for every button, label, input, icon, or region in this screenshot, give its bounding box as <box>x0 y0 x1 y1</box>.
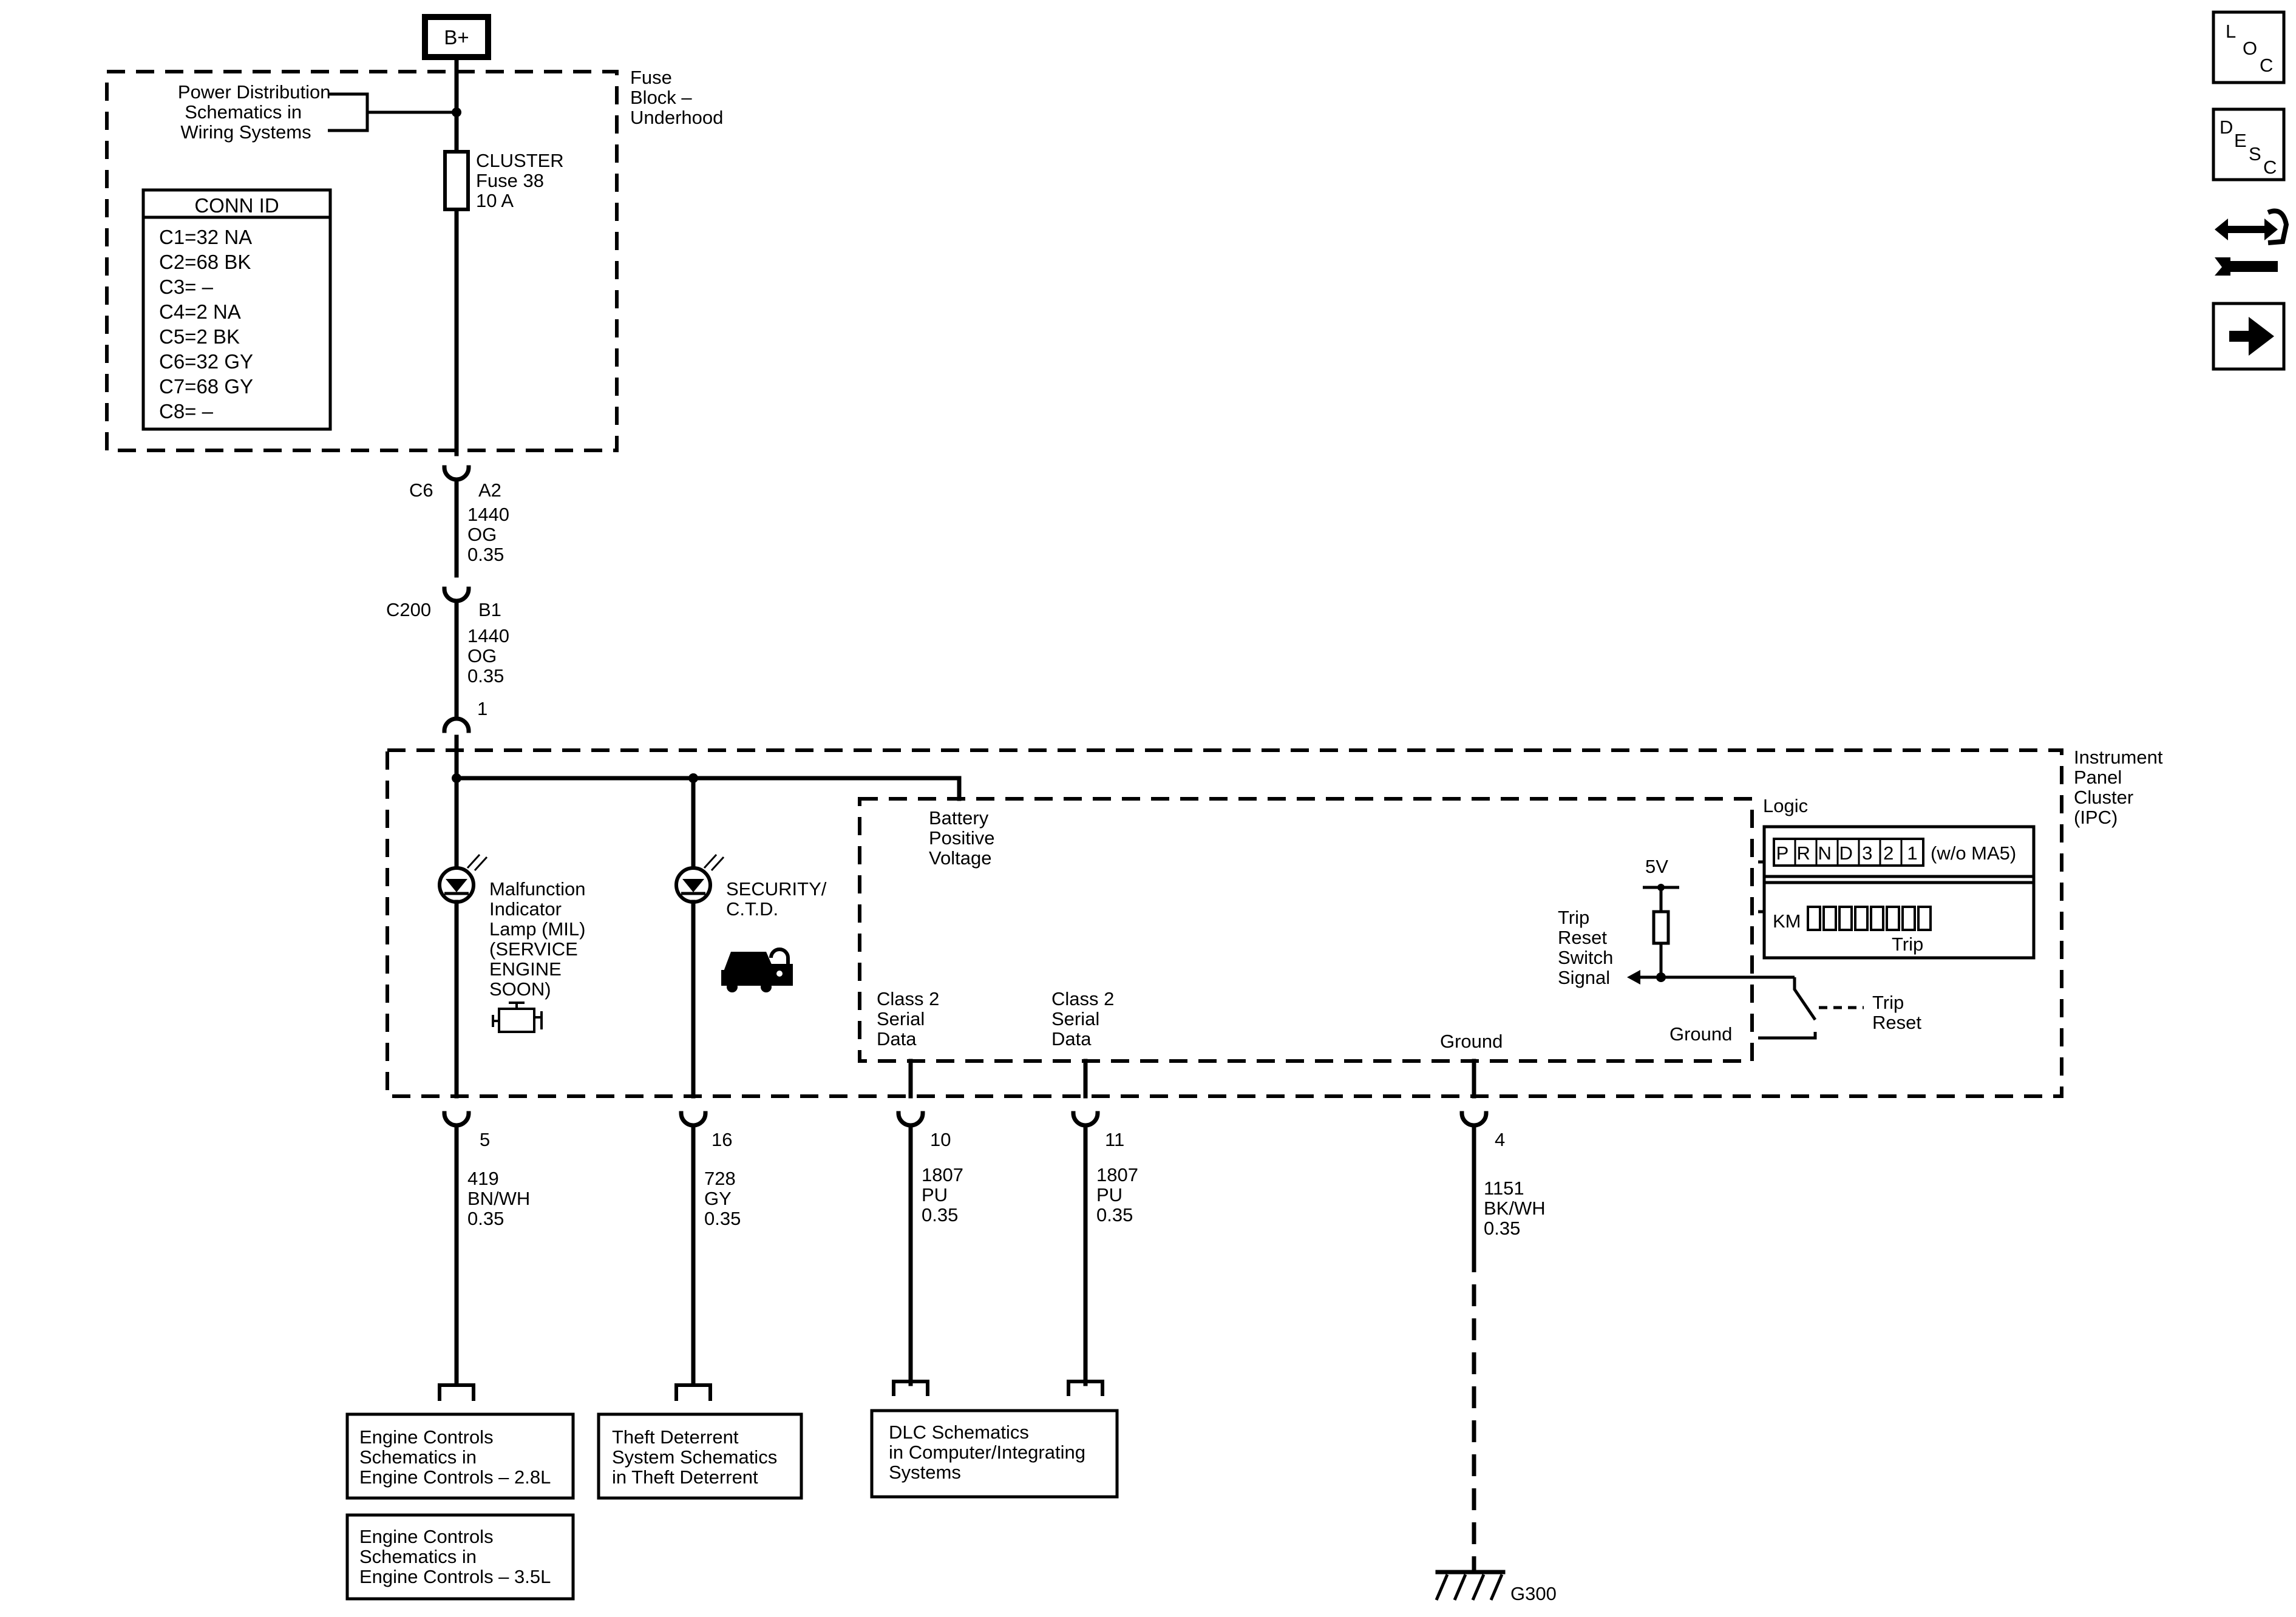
svg-text:E: E <box>2234 130 2247 151</box>
svg-text:Power Distribution Schem: Power Distribution Schematics in Wiring … <box>178 81 336 143</box>
connector-wrench-icon[interactable] <box>2215 208 2289 276</box>
trip-reset-switch[interactable]: Trip Reset <box>1758 977 1921 1040</box>
next-arrow-button[interactable] <box>2212 302 2286 371</box>
km-label: KM <box>1773 910 1801 932</box>
wire-1151: 1151 BK/WH 0.35 <box>1484 1178 1550 1239</box>
ipc-boundary <box>385 748 2063 1098</box>
wire-1440-b: 1440 OG 0.35 <box>467 625 515 686</box>
logic-boundary <box>858 797 1754 1063</box>
desc-button[interactable]: D E S C <box>2212 107 2286 181</box>
svg-text:A2: A2 <box>478 480 501 501</box>
mil-label: Malfunction Indicator Lamp (MIL) (SERVIC… <box>489 878 591 1000</box>
svg-text:C: C <box>2260 55 2273 76</box>
svg-text:S: S <box>2249 143 2261 164</box>
wire-1807-a: 1807 PU 0.35 <box>922 1164 969 1225</box>
5v-label: 5V <box>1645 856 1668 877</box>
ground-inner-label: Ground <box>1440 1031 1503 1052</box>
svg-text:DLC Schematics in Comput: DLC Schematics in Computer/Integrating S… <box>889 1422 1091 1483</box>
svg-text:C: C <box>2263 157 2277 178</box>
odometer-digits <box>1807 906 1932 931</box>
pullup-resistor <box>1652 910 1670 945</box>
pin-5: 5 <box>442 1111 490 1150</box>
pin-16: 16 <box>679 1111 732 1150</box>
svg-text:C6: C6 <box>409 480 433 501</box>
svg-text:L: L <box>2226 21 2236 42</box>
prndl-indicator: P R N D 3 2 1 (w/o MA5) <box>1773 838 2016 867</box>
loc-button[interactable]: L O C <box>2212 10 2286 84</box>
svg-text:11: 11 <box>1105 1129 1124 1150</box>
class2-serial-data-a: Class 2 Serial Data <box>877 988 945 1049</box>
ground-g300: G300 <box>1435 1570 1557 1604</box>
engine-controls-2-8l-reference[interactable]: Engine Controls Schematics in Engine Con… <box>345 1412 575 1500</box>
connector-c200-b1: C200 B1 <box>386 586 501 620</box>
svg-text:O: O <box>2243 38 2257 59</box>
cluster-fuse: CLUSTER Fuse 38 10 A <box>443 150 569 211</box>
svg-text:1: 1 <box>477 698 487 719</box>
wire-728: 728 GY 0.35 <box>704 1168 741 1229</box>
signal-arrow <box>1627 970 1640 985</box>
ground-right-label: Ground <box>1669 1023 1732 1045</box>
svg-text:(w/o MA5): (w/o MA5) <box>1931 842 2016 864</box>
dlc-schematics-reference[interactable]: DLC Schematics in Computer/Integrating S… <box>870 1409 1119 1499</box>
security-label: SECURITY/ C.T.D. <box>726 878 832 920</box>
fuse-block-boundary <box>105 70 619 452</box>
conn-id-rows: C1=32 NA C2=68 BK C3= – C4=2 NA C5=2 BK … <box>159 226 259 422</box>
security-lamp <box>674 853 725 904</box>
logic-label: Logic <box>1763 795 1808 816</box>
wire-419: 419 BN/WH 0.35 <box>467 1168 535 1229</box>
svg-text:D: D <box>2220 117 2233 138</box>
pin-10: 10 <box>896 1111 951 1150</box>
svg-text:Engine Controls Schemati: Engine Controls Schematics in Engine Con… <box>359 1526 551 1587</box>
engine-icon <box>492 1002 543 1033</box>
trip-display-label: Trip <box>1892 934 1923 955</box>
wire-1807-b: 1807 PU 0.35 <box>1096 1164 1144 1225</box>
svg-text:Engine Controls Schemati: Engine Controls Schematics in Engine Con… <box>359 1426 551 1488</box>
svg-text:B1: B1 <box>478 599 501 620</box>
svg-text:10: 10 <box>930 1129 951 1150</box>
battery-terminal: B+ <box>422 14 491 60</box>
svg-text:16: 16 <box>712 1129 732 1150</box>
svg-text:4: 4 <box>1495 1129 1505 1150</box>
ipc-display: P R N D 3 2 1 (w/o MA5) KM Trip <box>1762 825 2036 960</box>
theft-deterrent-reference[interactable]: Theft Deterrent System Schematics in The… <box>597 1412 803 1500</box>
mil-lamp <box>438 853 488 904</box>
pin-4: 4 <box>1459 1111 1505 1150</box>
conn-id-table: CONN ID C1=32 NA C2=68 BK C3= – C4=2 NA … <box>141 188 332 431</box>
battery-label: B+ <box>444 26 469 49</box>
engine-controls-3-5l-reference[interactable]: Engine Controls Schematics in Engine Con… <box>345 1513 575 1601</box>
class2-serial-data-b: Class 2 Serial Data <box>1051 988 1119 1049</box>
svg-text:5: 5 <box>480 1129 490 1150</box>
svg-text:P R N: P R N D 3 2 1 <box>1776 842 1918 864</box>
svg-text:G300: G300 <box>1510 1583 1557 1604</box>
svg-text:CLUSTER Fuse 38 10: CLUSTER Fuse 38 10 A <box>476 150 569 211</box>
svg-text:Theft Deterrent System S: Theft Deterrent System Schematics in The… <box>612 1426 783 1488</box>
conn-id-title: CONN ID <box>194 194 279 217</box>
battery-positive-voltage: Battery Positive Voltage <box>929 807 1000 869</box>
trip-reset-switch-signal: Trip Reset Switch Signal <box>1558 907 1618 988</box>
power-distribution-reference[interactable]: Power Distribution Schematics in Wiring … <box>178 81 457 143</box>
ipc-label: Instrument Panel Cluster (IPC) <box>2074 747 2168 828</box>
wire-1440-a: 1440 OG 0.35 <box>467 504 515 565</box>
ipc-pin-1: 1 <box>442 698 487 733</box>
pin-11: 11 <box>1071 1111 1124 1150</box>
svg-text:C200: C200 <box>386 599 431 620</box>
fuse-block-label: Fuse Block – Underhood <box>630 67 723 128</box>
car-lock-icon <box>721 947 793 992</box>
connector-c6-a2: C6 A2 <box>409 465 501 501</box>
svg-text:Trip Reset: Trip Reset <box>1872 992 1921 1033</box>
